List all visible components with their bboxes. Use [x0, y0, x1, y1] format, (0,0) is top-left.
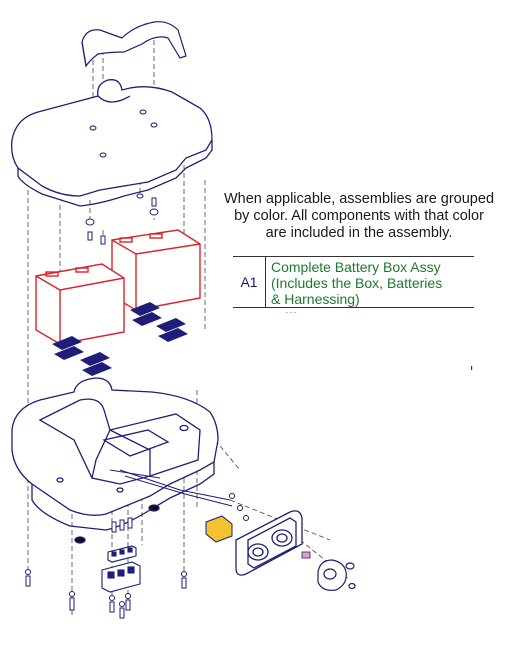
caption-line-3: are included in the assembly. [265, 225, 453, 241]
key-switch-cap-icon [317, 559, 356, 591]
assembly-legend-table: A1 Complete Battery Box Assy (Includes t… [233, 256, 474, 308]
handle-icon [81, 21, 187, 68]
terminal-block-icon [101, 545, 141, 593]
charger-port-plate-icon [235, 510, 303, 576]
tick-mark-icon [471, 366, 473, 370]
assembly-description-line-1: Complete Battery Box Assy [271, 259, 441, 275]
foam-pad-icons [52, 302, 188, 376]
pink-dots-icon [286, 312, 296, 313]
wiring-harness-icon [109, 469, 233, 507]
caption-line-2: by color. All components with that color [234, 208, 484, 224]
screw-icons [25, 197, 249, 619]
connector-icon [205, 515, 233, 543]
battery-right-icon [111, 229, 201, 311]
battery-left-icon [35, 263, 125, 345]
battery-box-base-icon [11, 377, 219, 544]
assembly-description-line-3: & Harnessing) [271, 291, 360, 307]
assembly-code: A1 [233, 257, 266, 307]
top-cover-icon [10, 79, 213, 207]
washer-icons [85, 109, 159, 226]
plug-connector-icon [301, 551, 311, 559]
caption-line-1: When applicable, assemblies are grouped [223, 191, 495, 207]
assembly-description-line-2: (Includes the Box, Batteries [271, 275, 443, 291]
color-grouping-caption: When applicable, assemblies are grouped … [214, 191, 504, 242]
assembly-description: Complete Battery Box Assy (Includes the … [266, 257, 474, 307]
